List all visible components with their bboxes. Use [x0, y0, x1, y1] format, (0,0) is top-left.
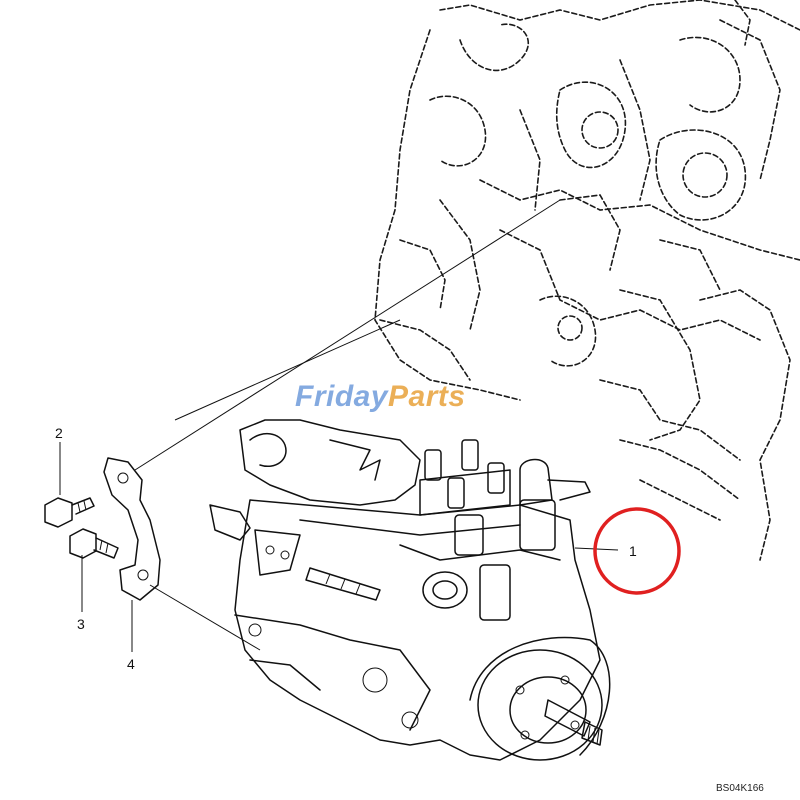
callout-4: 4 [127, 656, 135, 672]
bracket-4 [103, 457, 161, 601]
engine-block-outline [374, 0, 800, 561]
watermark-part1: Friday [295, 380, 389, 413]
callout-3: 3 [77, 616, 85, 632]
drawing-code: BS04K166 [716, 783, 764, 794]
watermark-logo: FridayParts [295, 380, 466, 414]
bolt-3 [69, 528, 119, 559]
bolt-2 [44, 497, 95, 528]
assembly-leader-lines [134, 199, 561, 651]
callout-2: 2 [55, 425, 63, 441]
injection-pump [209, 419, 611, 761]
callout-leaders [59, 442, 619, 652]
highlight-circle [593, 507, 681, 595]
watermark-part2: Parts [388, 380, 466, 413]
callout-1: 1 [629, 543, 637, 559]
